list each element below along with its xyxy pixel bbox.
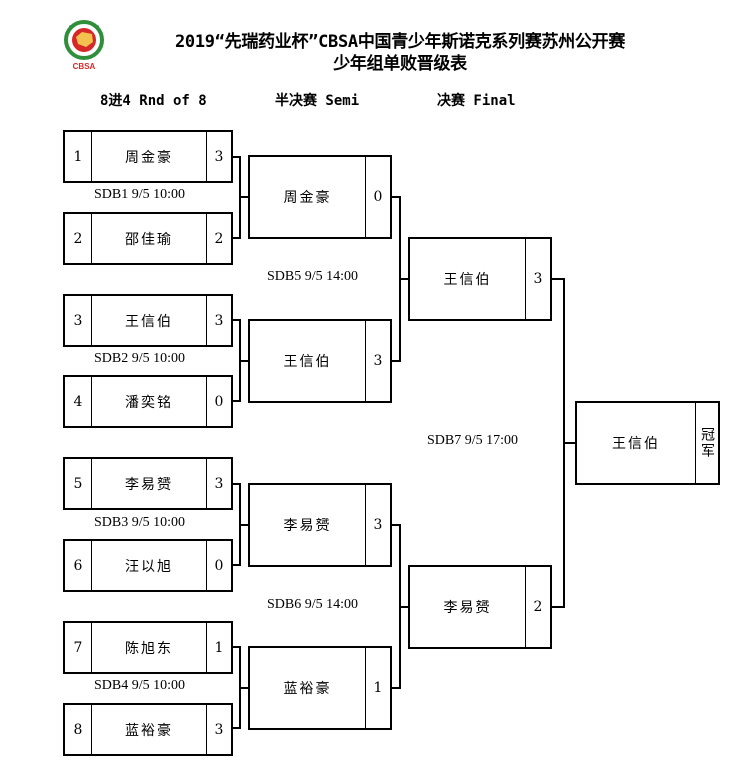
- player-name: 蓝裕豪: [283, 681, 332, 697]
- player-score: 3: [206, 132, 231, 181]
- seed-number: 2: [65, 214, 92, 263]
- cbsa-logo-icon: [64, 20, 104, 60]
- round-header-semi: 半决赛 Semi: [275, 93, 360, 109]
- player-score: 2: [206, 214, 231, 263]
- player-score: 3: [206, 705, 231, 754]
- round-header-r8: 8进4 Rnd of 8: [100, 93, 207, 109]
- match-label-sdb7: SDB7 9/5 17:00: [427, 433, 519, 448]
- match-label-sdb1: SDB1 9/5 10:00: [94, 187, 186, 202]
- seed-number: 4: [65, 377, 92, 426]
- player-name: 潘奕铭: [125, 394, 173, 411]
- r8-player-5: 5 李易赟 3: [63, 457, 233, 510]
- player-score: 3: [206, 459, 231, 508]
- semi-player-1: 周金豪 0: [248, 155, 392, 239]
- seed-number: 7: [65, 623, 92, 672]
- match-label-sdb5: SDB5 9/5 14:00: [267, 269, 359, 284]
- player-score: 3: [365, 321, 390, 401]
- r8-player-7: 7 陈旭东 1: [63, 621, 233, 674]
- match-label-sdb2: SDB2 9/5 10:00: [94, 351, 186, 366]
- semi-player-2: 王信伯 3: [248, 319, 392, 403]
- r8-player-8: 8 蓝裕豪 3: [63, 703, 233, 756]
- player-name: 李易赟: [283, 518, 332, 534]
- player-score: 1: [206, 623, 231, 672]
- seed-number: 5: [65, 459, 92, 508]
- final-player-1: 王信伯 3: [408, 237, 552, 321]
- champion-label-cell: 冠军: [695, 403, 718, 483]
- player-score: 0: [206, 377, 231, 426]
- player-score: 1: [365, 648, 390, 728]
- player-score: 0: [365, 157, 390, 237]
- player-name: 周金豪: [283, 190, 332, 206]
- match-label-sdb6: SDB6 9/5 14:00: [267, 597, 359, 612]
- player-name: 王信伯: [125, 313, 173, 330]
- player-name: 周金豪: [125, 149, 173, 166]
- r8-player-4: 4 潘奕铭 0: [63, 375, 233, 428]
- player-name: 陈旭东: [125, 640, 173, 657]
- r8-player-2: 2 邵佳瑜 2: [63, 212, 233, 265]
- logo-text: CBSA: [72, 62, 96, 71]
- seed-number: 6: [65, 541, 92, 590]
- match-label-sdb3: SDB3 9/5 10:00: [94, 515, 186, 530]
- champion-name: 王信伯: [612, 436, 660, 452]
- r8-player-6: 6 汪以旭 0: [63, 539, 233, 592]
- player-score: 3: [365, 485, 390, 565]
- seed-number: 8: [65, 705, 92, 754]
- player-name: 李易赟: [443, 600, 492, 616]
- player-score: 0: [206, 541, 231, 590]
- player-name: 王信伯: [283, 354, 332, 370]
- page-subtitle: 少年组单败晋级表: [333, 54, 467, 74]
- player-name: 邵佳瑜: [125, 231, 173, 248]
- r8-player-3: 3 王信伯 3: [63, 294, 233, 347]
- seed-number: 1: [65, 132, 92, 181]
- seed-number: 3: [65, 296, 92, 345]
- player-score: 2: [525, 567, 550, 647]
- semi-player-4: 蓝裕豪 1: [248, 646, 392, 730]
- champion-label: 冠军: [699, 427, 715, 459]
- player-score: 3: [525, 239, 550, 319]
- player-name: 王信伯: [443, 272, 492, 288]
- page-title: 2019“先瑞药业杯”CBSA中国青少年斯诺克系列赛苏州公开赛: [174, 32, 626, 52]
- r8-player-1: 1 周金豪 3: [63, 130, 233, 183]
- semi-player-3: 李易赟 3: [248, 483, 392, 567]
- final-player-2: 李易赟 2: [408, 565, 552, 649]
- round-header-final: 决赛 Final: [437, 93, 516, 109]
- player-score: 3: [206, 296, 231, 345]
- champion-box: 王信伯 冠军: [575, 401, 720, 485]
- player-name: 汪以旭: [125, 558, 173, 575]
- player-name: 蓝裕豪: [125, 722, 173, 739]
- cbsa-logo: CBSA: [62, 20, 106, 74]
- match-label-sdb4: SDB4 9/5 10:00: [94, 678, 186, 693]
- player-name: 李易赟: [125, 476, 173, 493]
